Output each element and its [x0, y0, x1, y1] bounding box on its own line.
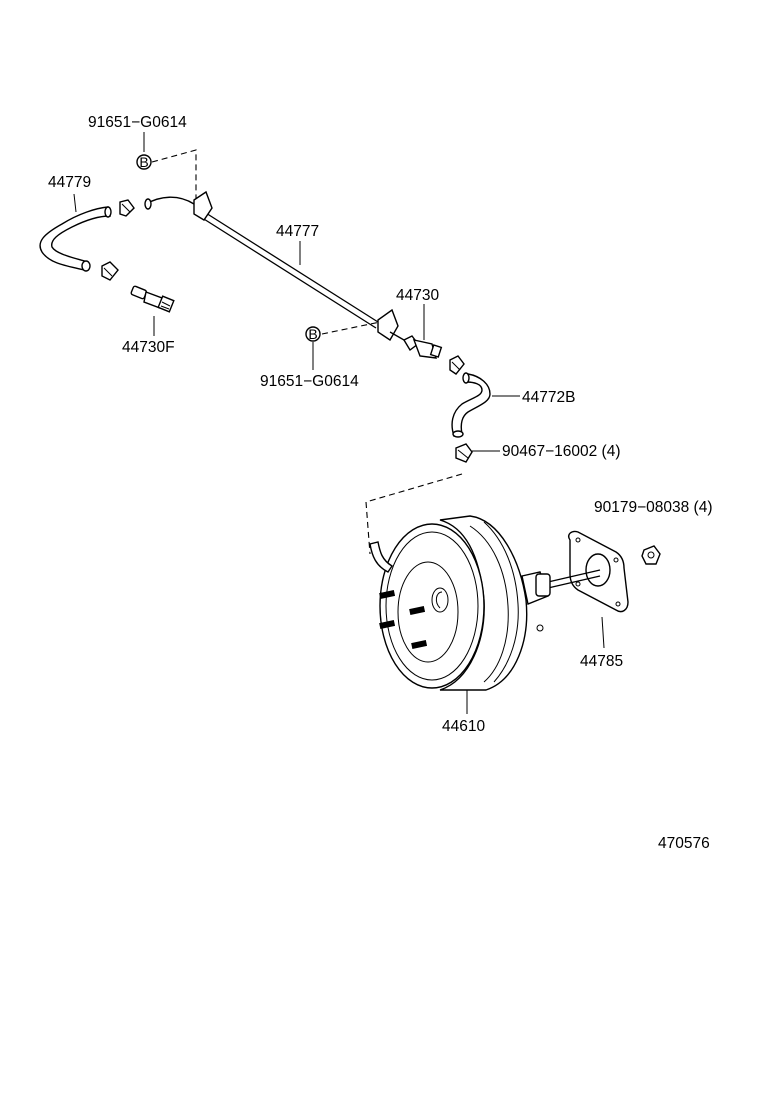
- leader-gasket: [601, 616, 605, 649]
- callout-b-icon: B: [305, 326, 321, 342]
- label-hose-left: 44779: [48, 174, 91, 191]
- dash-booster-to-clamp: [365, 473, 463, 555]
- label-clamp: 90467−16002 (4): [502, 443, 621, 460]
- dash-clip-top: [151, 149, 197, 208]
- nut-icon: [641, 545, 661, 565]
- dash-clip-bottom: [321, 321, 381, 335]
- label-valve-left: 44730F: [122, 339, 175, 356]
- clamp-icon: [101, 261, 119, 281]
- clamp-icon: [119, 199, 135, 217]
- clamp-icon: [449, 355, 465, 375]
- label-pipe: 44777: [276, 223, 319, 240]
- label-hose-right: 44772B: [522, 389, 575, 406]
- callout-b-text-bottom: B: [308, 326, 317, 342]
- label-clip-bottom: 91651−G0614: [260, 373, 359, 390]
- hose-right-icon: [451, 372, 491, 438]
- clamp-icon: [455, 443, 473, 463]
- label-gasket: 44785: [580, 653, 623, 670]
- brake-booster-icon: [369, 515, 551, 691]
- label-ref-number: 470576: [658, 835, 710, 852]
- label-check-valve: 44730: [396, 287, 439, 304]
- vacuum-pipe-icon: [144, 190, 405, 341]
- label-clip-top: 91651−G0614: [88, 114, 187, 131]
- label-nut: 90179−08038 (4): [594, 499, 713, 516]
- callout-b-icon: B: [136, 154, 152, 170]
- leader-hose-left: [73, 193, 77, 213]
- gasket-icon: [568, 530, 629, 613]
- label-booster: 44610: [442, 718, 485, 735]
- callout-b-text-top: B: [139, 154, 148, 170]
- push-rod-icon: [547, 569, 601, 589]
- hose-left-icon: [39, 206, 112, 272]
- check-valve-icon: [403, 335, 443, 359]
- valve-left-icon: [130, 285, 175, 313]
